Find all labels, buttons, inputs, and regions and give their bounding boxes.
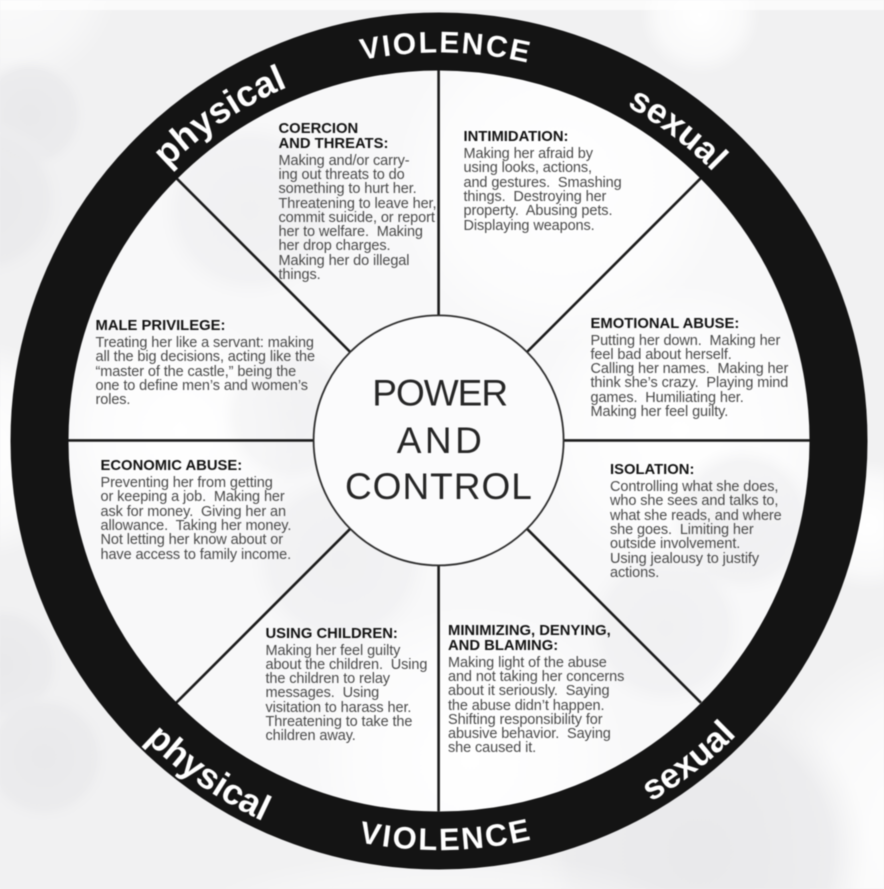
svg-text:AND: AND bbox=[397, 420, 486, 461]
svg-text:CONTROL: CONTROL bbox=[345, 466, 533, 507]
svg-text:POWER: POWER bbox=[372, 373, 507, 414]
